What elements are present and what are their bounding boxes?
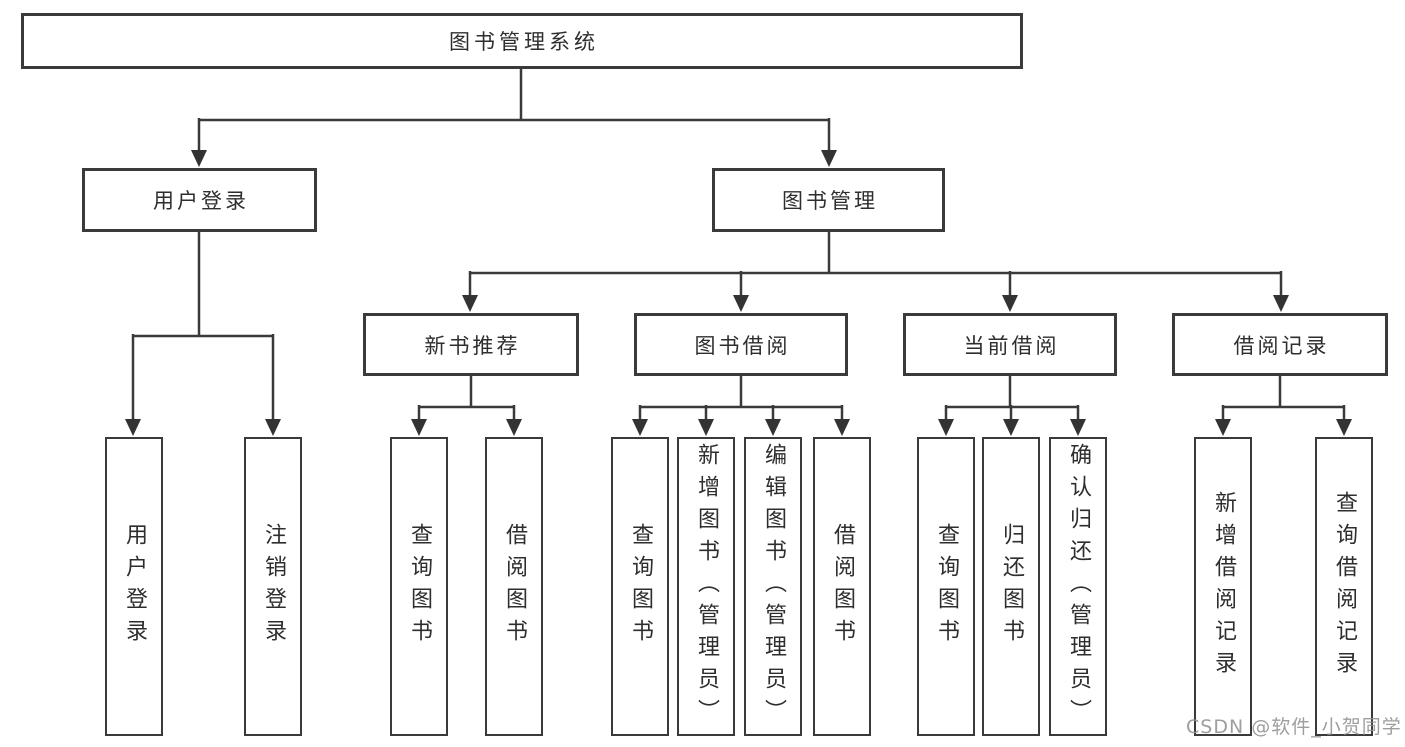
leaf-label: 查询图书 [628,522,653,651]
leaf-label: 确认归还（管理员） [1066,442,1091,731]
node-current-borrow: 当前借阅 [903,313,1117,376]
arrow-down-icon [411,419,427,436]
arrow-down-icon [1002,295,1018,312]
node-user-login: 用户登录 [82,168,317,232]
arrow-down-icon [834,419,850,436]
arrowheads [125,150,1352,436]
arrow-down-icon [938,419,954,436]
leaf-return-books: 归还图书 [982,437,1040,736]
arrow-down-icon [1273,295,1289,312]
node-book-management: 图书管理 [712,168,945,232]
csdn-watermark: CSDN @软件_小贺同学 [1186,716,1402,738]
node-book-borrow: 图书借阅 [634,313,848,376]
arrow-down-icon [125,419,141,436]
leaf-label: 查询图书 [407,522,432,651]
node-borrow-records: 借阅记录 [1172,313,1388,376]
leaf-confirm-return-admin: 确认归还（管理员） [1049,437,1107,736]
leaf-user-login: 用户登录 [105,437,163,736]
arrow-down-icon [191,150,207,167]
leaf-query-borrow-record: 查询借阅记录 [1315,437,1373,736]
leaf-add-borrow-record: 新增借阅记录 [1194,437,1252,736]
leaf-add-books-admin: 新增图书（管理员） [677,437,735,736]
arrow-down-icon [698,419,714,436]
leaf-label: 借阅图书 [830,522,855,651]
arrow-down-icon [733,295,749,312]
leaf-logout: 注销登录 [244,437,302,736]
connector-lines [131,69,1346,423]
arrow-down-icon [1215,419,1231,436]
arrow-down-icon [1003,419,1019,436]
leaf-label: 查询图书 [934,522,959,651]
leaf-label: 归还图书 [999,522,1024,651]
leaf-label: 注销登录 [261,522,286,651]
leaf-label: 查询借阅记录 [1332,490,1357,683]
arrow-down-icon [765,419,781,436]
leaf-label: 借阅图书 [502,522,527,651]
arrow-down-icon [821,150,837,167]
arrow-down-icon [632,419,648,436]
arrow-down-icon [506,419,522,436]
leaf-query-books: 查询图书 [917,437,975,736]
leaf-label: 新增图书（管理员） [694,442,719,731]
leaf-query-books: 查询图书 [611,437,669,736]
arrow-down-icon [1336,419,1352,436]
leaf-label: 新增借阅记录 [1211,490,1236,683]
node-root-system: 图书管理系统 [21,13,1023,69]
arrow-down-icon [1070,419,1086,436]
leaf-label: 编辑图书（管理员） [761,442,786,731]
leaf-edit-books-admin: 编辑图书（管理员） [744,437,802,736]
arrow-down-icon [265,419,281,436]
node-new-book-recommend: 新书推荐 [363,313,579,376]
leaf-borrow-books: 借阅图书 [485,437,543,736]
leaf-label: 用户登录 [122,522,147,651]
leaf-borrow-books: 借阅图书 [813,437,871,736]
leaf-query-books: 查询图书 [390,437,448,736]
arrow-down-icon [462,295,478,312]
